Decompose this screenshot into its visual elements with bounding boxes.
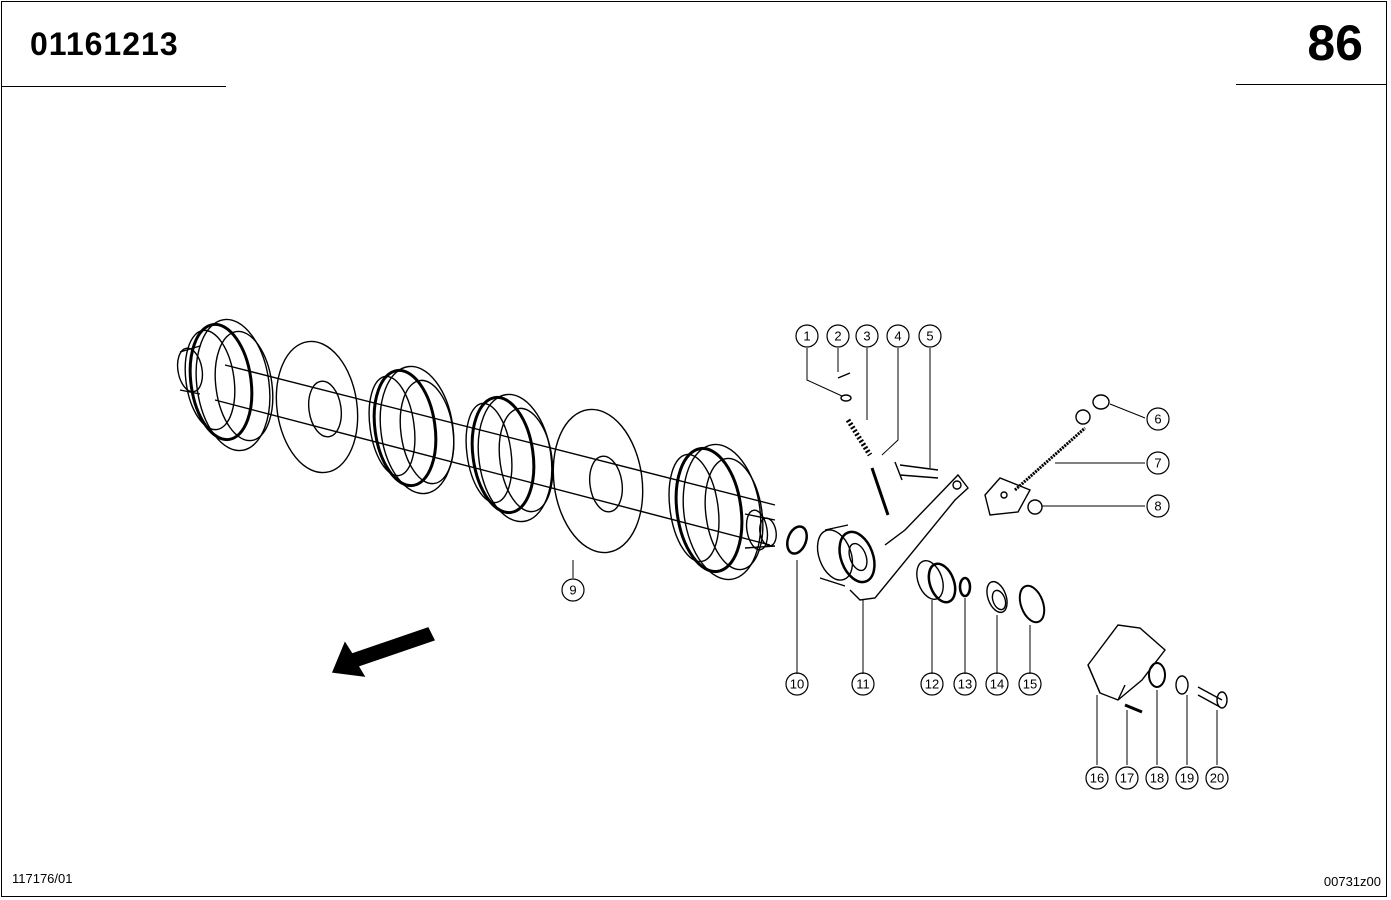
callout-15: 15 — [1018, 672, 1042, 696]
direction-arrow — [332, 627, 435, 677]
callout-10: 10 — [785, 672, 809, 696]
callout-label-9: 9 — [569, 583, 576, 598]
callout-label-13: 13 — [958, 677, 972, 692]
callout-9: 9 — [561, 578, 585, 602]
callout-label-8: 8 — [1154, 499, 1161, 514]
callout-5: 5 — [918, 324, 942, 348]
flange-1 — [184, 318, 274, 452]
callout-label-7: 7 — [1154, 456, 1161, 471]
parts-group — [786, 372, 1228, 714]
callout-7: 7 — [1146, 451, 1170, 475]
callout-13: 13 — [953, 672, 977, 696]
flange-3 — [465, 393, 554, 523]
callout-17: 17 — [1115, 766, 1139, 790]
callout-label-15: 15 — [1023, 677, 1037, 692]
callout-label-16: 16 — [1090, 771, 1104, 786]
callout-16: 16 — [1085, 766, 1109, 790]
callout-label-6: 6 — [1154, 412, 1161, 427]
callout-18: 18 — [1145, 766, 1169, 790]
callout-label-3: 3 — [863, 329, 870, 344]
flange-2 — [368, 365, 455, 495]
callout-14: 14 — [985, 672, 1009, 696]
callout-label-14: 14 — [990, 677, 1004, 692]
header-rule-right — [1236, 84, 1386, 85]
callout-6: 6 — [1146, 407, 1170, 431]
callout-8: 8 — [1146, 494, 1170, 518]
callout-label-5: 5 — [926, 329, 933, 344]
part-number: 01161213 — [30, 26, 179, 62]
callout-label-11: 11 — [856, 677, 870, 692]
footer-right-code: 00731z00 — [1323, 874, 1381, 889]
callout-11: 11 — [851, 672, 875, 696]
callout-1: 1 — [795, 324, 819, 348]
disc-1 — [275, 340, 359, 474]
callout-2: 2 — [826, 324, 850, 348]
callout-label-12: 12 — [925, 677, 939, 692]
callout-label-18: 18 — [1150, 771, 1164, 786]
header-rule-left — [2, 86, 226, 87]
callout-label-19: 19 — [1180, 771, 1194, 786]
callout-label-17: 17 — [1120, 771, 1134, 786]
flange-4 — [668, 443, 764, 581]
callout-20: 20 — [1205, 766, 1229, 790]
callout-label-1: 1 — [803, 329, 810, 344]
callout-label-10: 10 — [790, 677, 804, 692]
leader-lines — [572, 348, 1218, 765]
callout-4: 4 — [886, 324, 910, 348]
callout-19: 19 — [1175, 766, 1199, 790]
callout-group: 1 2 3 4 5 6 7 8 9 10 11 12 13 14 15 16 1… — [561, 324, 1229, 790]
callout-3: 3 — [855, 324, 879, 348]
callout-label-4: 4 — [894, 329, 901, 344]
shaft-assembly — [176, 318, 777, 581]
disc-2 — [552, 408, 644, 554]
callout-12: 12 — [920, 672, 944, 696]
callout-label-2: 2 — [834, 329, 841, 344]
page-number: 86 — [1307, 15, 1363, 71]
callout-label-20: 20 — [1210, 771, 1224, 786]
footer-left-code: 117176/01 — [12, 871, 73, 886]
